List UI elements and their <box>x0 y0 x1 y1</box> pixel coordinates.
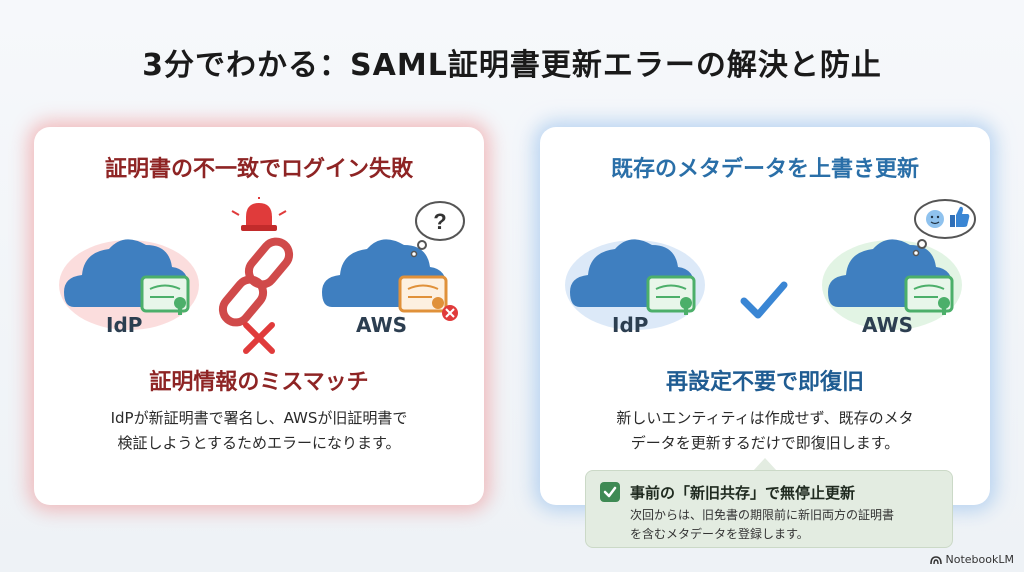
thought-bubble-icon: ? <box>410 201 465 258</box>
broken-chain-icon <box>218 237 294 327</box>
updated-certificate-icon <box>904 275 954 315</box>
old-certificate-icon <box>398 275 458 321</box>
brand-mark: NotebookLM <box>929 553 1014 566</box>
aws-label: AWS <box>862 313 914 337</box>
problem-panel: 証明書の不一致でログイン失敗 <box>34 127 484 505</box>
solution-panel: 既存のメタデータを上書き更新 <box>540 127 990 505</box>
callout-text-line1: 次回からは、旧免書の期限前に新旧両方の証明書 <box>630 508 895 522</box>
solution-illustration <box>565 199 976 330</box>
question-mark: ? <box>433 209 446 234</box>
idp-label: IdP <box>612 313 649 337</box>
callout-pointer <box>753 458 777 471</box>
solution-heading: 既存のメタデータを上書き更新 <box>610 157 919 182</box>
prevention-callout: 事前の「新旧共存」で無停止更新 次回からは、旧免書の期限前に新旧両方の証明書 を… <box>585 470 953 548</box>
checkmark-icon <box>740 281 788 319</box>
smiley-icon <box>926 210 944 228</box>
thumbs-up-icon <box>950 206 970 227</box>
happy-thought-bubble-icon <box>912 199 976 257</box>
brand-name: NotebookLM <box>945 553 1014 566</box>
problem-description-line1: IdPが新証明書で署名し、AWSが旧証明書で <box>110 409 408 427</box>
callout-text-line2: を含むメタデータを登録します。 <box>630 527 809 541</box>
problem-heading: 証明書の不一致でログイン失敗 <box>104 157 413 182</box>
idp-label: IdP <box>106 313 143 337</box>
error-x-icon <box>243 322 275 354</box>
callout-text: 次回からは、旧免書の期限前に新旧両方の証明書 を含むメタデータを登録します。 <box>630 506 945 544</box>
new-certificate-icon <box>140 275 190 315</box>
problem-description-line2: 検証しようとするためエラーになります。 <box>117 434 401 452</box>
notebooklm-logo-icon <box>929 555 942 564</box>
new-certificate-icon <box>646 275 696 315</box>
solution-description-line1: 新しいエンティティは作成せず、既存のメタ <box>616 409 914 427</box>
mismatch-illustration: ? <box>59 197 465 354</box>
solution-description-line2: データを更新するだけで即復旧します。 <box>630 434 900 452</box>
solution-subheading: 再設定不要で即復旧 <box>665 370 864 395</box>
problem-description: IdPが新証明書で署名し、AWSが旧証明書で 検証しようとするためエラーになりま… <box>64 406 454 456</box>
callout-title: 事前の「新旧共存」で無停止更新 <box>630 484 856 502</box>
solution-description: 新しいエンティティは作成せず、既存のメタ データを更新するだけで即復旧します。 <box>570 406 960 456</box>
problem-subheading: 証明情報のミスマッチ <box>149 370 369 395</box>
page-title: 3分でわかる：SAML証明書更新エラーの解決と防止 <box>142 48 882 83</box>
alarm-icon <box>231 197 287 231</box>
aws-label: AWS <box>356 313 408 337</box>
checkbox-checked-icon <box>600 482 620 502</box>
